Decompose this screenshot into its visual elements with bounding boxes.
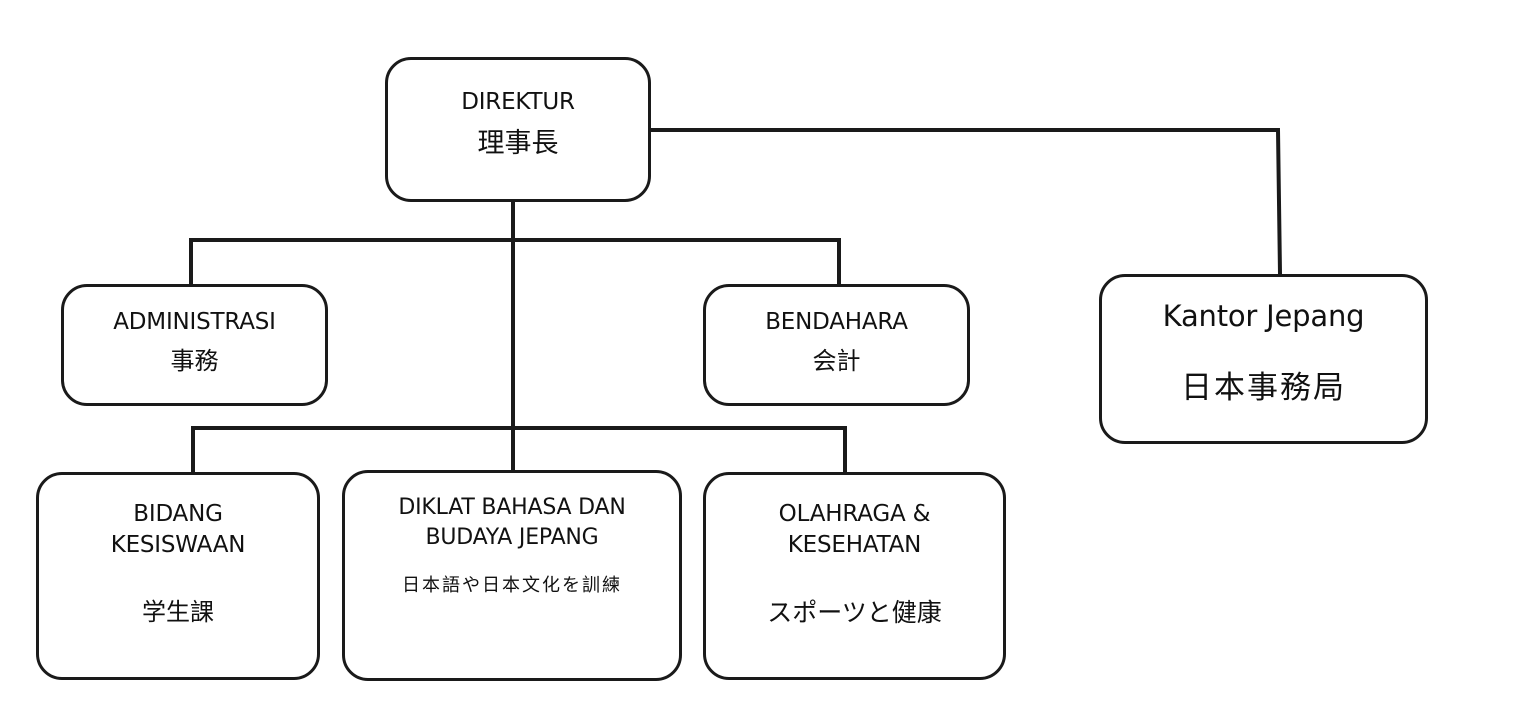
node-diklat: DIKLAT BAHASA DAN BUDAYA JEPANG 日本語や日本文化… <box>342 470 682 681</box>
node-kantor-jepang-label: Kantor Jepang <box>1162 299 1365 333</box>
node-direktur-label-jp: 理事長 <box>477 128 559 160</box>
connector-direktur-kantor <box>649 128 1283 277</box>
node-bendahara-label: BENDAHARA <box>765 309 908 335</box>
node-kesiswaan: BIDANG KESISWAAN 学生課 <box>36 472 320 680</box>
node-administrasi-label-jp: 事務 <box>170 347 219 376</box>
node-bendahara-label-jp: 会計 <box>812 347 861 376</box>
node-kantor-jepang-label-jp: 日本事務局 <box>1181 370 1346 407</box>
node-kantor-jepang: Kantor Jepang 日本事務局 <box>1099 274 1428 444</box>
node-bendahara: BENDAHARA 会計 <box>703 284 970 406</box>
node-direktur: DIREKTUR 理事長 <box>385 57 651 202</box>
node-direktur-label: DIREKTUR <box>461 89 575 115</box>
node-olahraga-label-jp: スポーツと健康 <box>767 598 942 628</box>
node-olahraga: OLAHRAGA & KESEHATAN スポーツと健康 <box>703 472 1006 680</box>
node-administrasi: ADMINISTRASI 事務 <box>61 284 328 406</box>
node-diklat-label: DIKLAT BAHASA DAN BUDAYA JEPANG <box>398 495 626 550</box>
node-administrasi-label: ADMINISTRASI <box>113 309 276 335</box>
node-diklat-label-jp: 日本語や日本文化を訓練 <box>402 575 622 597</box>
node-kesiswaan-label-jp: 学生課 <box>142 598 214 627</box>
node-kesiswaan-label: BIDANG KESISWAAN <box>110 501 246 559</box>
node-olahraga-label: OLAHRAGA & KESEHATAN <box>778 501 931 559</box>
